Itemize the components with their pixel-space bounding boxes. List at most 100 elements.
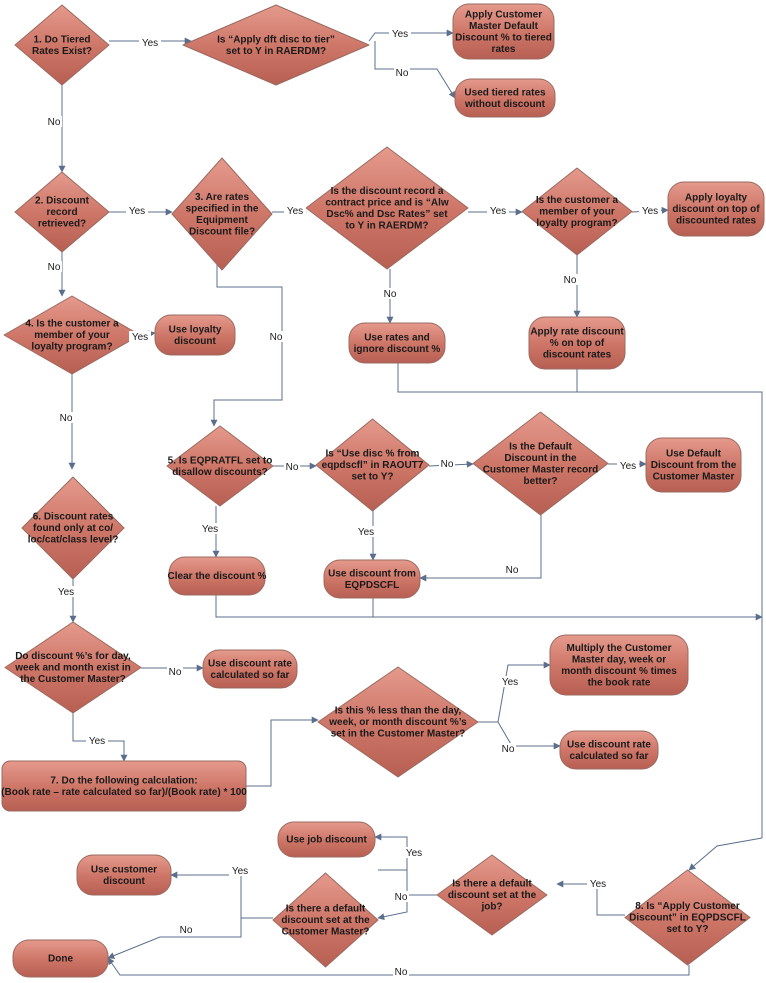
decision-diamond <box>171 157 273 271</box>
edge-label-bg <box>167 666 183 677</box>
node-text-line: Is “Apply dft disc to tier” <box>217 34 335 45</box>
decision-diamond <box>4 621 142 714</box>
node-text-line: ignore discount % <box>354 344 441 355</box>
edge-label-e12: Yes <box>132 332 148 343</box>
process-pill <box>549 634 689 696</box>
connector-e31 <box>107 917 273 959</box>
node-text-line: Is there a default <box>286 904 366 915</box>
edge-label-bg <box>389 28 411 39</box>
edge-label-bg <box>639 205 661 216</box>
node-text-line: Clear the discount % <box>168 571 267 582</box>
edge-label-e19: Yes <box>358 527 374 538</box>
process-pill <box>645 437 742 493</box>
node-text-line: 3. Are rates <box>195 192 250 203</box>
process-pill <box>76 854 172 896</box>
edge-label-e24: Yes <box>502 677 518 688</box>
node-text-line: 8. Is “Apply Customer <box>635 901 740 912</box>
node-text-line: discount set at the <box>448 890 537 901</box>
connector-e37 <box>688 837 763 871</box>
node-text-line: Customer Master record <box>483 464 599 475</box>
connector-e2 <box>368 29 454 42</box>
decision-diamond <box>317 666 479 778</box>
node-text-line: Discount % to tiered <box>455 32 552 43</box>
node-text-line: discount <box>103 876 145 887</box>
node-text-line: calculated so far <box>211 670 290 681</box>
node-text-line: set to Y? <box>666 924 708 935</box>
node-text-line: record <box>46 207 77 218</box>
edge-label-e30: No <box>395 892 408 903</box>
edge-label-e14: No <box>270 332 283 343</box>
node-text-line: Master Default <box>469 21 539 32</box>
connector-e14 <box>210 260 283 427</box>
node-text-line: Apply Customer <box>465 9 542 20</box>
edge-label-bg <box>86 735 108 746</box>
node-text-line: Done <box>48 954 73 965</box>
node-text-line: week, or month discount %’s <box>328 717 467 728</box>
connector-e26 <box>246 716 319 787</box>
edge-label-bg <box>562 274 578 285</box>
process-pill <box>667 181 765 237</box>
node-text-line: discounted rates <box>676 216 756 227</box>
node-text-line: loyalty program? <box>536 218 617 229</box>
edge-label-bg <box>46 116 62 127</box>
edge-label-bg <box>55 586 77 597</box>
process-pill <box>12 939 109 978</box>
node-text-line: retrieved? <box>38 219 86 230</box>
node-text-line: disallow discounts? <box>172 467 268 478</box>
edge-label-bg <box>284 205 306 216</box>
node-text-line: Discount from the <box>651 460 737 471</box>
node-text-line: Is the discount record a <box>331 186 444 197</box>
node-text-line: member of your <box>539 207 615 218</box>
connector-e29 <box>374 833 408 870</box>
node-text-line: Use job discount <box>286 835 367 846</box>
process-pill <box>154 314 236 356</box>
node-text-line: loyalty program? <box>31 342 112 353</box>
edge-label-e16: No <box>441 459 454 470</box>
edge-label-e11: No <box>48 262 61 273</box>
node-text-line: discount on top of <box>672 204 760 215</box>
edge-label-bg <box>393 891 409 902</box>
edge-label-bg <box>129 331 151 342</box>
connector-e28 <box>378 869 437 896</box>
node-text-line: calculated so far <box>570 751 649 762</box>
node-text-line: 1. Do Tiered <box>33 34 90 45</box>
connector-e34 <box>576 369 762 393</box>
process-pill <box>559 730 659 770</box>
node-text-line: Use loyalty <box>169 324 222 335</box>
node-text-line: Is there a default <box>452 879 532 890</box>
edge-label-e17: Yes <box>620 461 636 472</box>
node-text-line: discount rates <box>543 350 612 361</box>
node-n7: 7. Do the following calculation:(Book ra… <box>1 760 247 812</box>
node-text-line: Use customer <box>91 864 157 875</box>
edge-label-bg <box>58 412 74 423</box>
node-text-line: Apply rate discount <box>530 327 624 338</box>
edge-label-e3: No <box>396 68 409 79</box>
decision-diamond <box>436 854 548 936</box>
node-text-line: 4. Is the customer a <box>25 319 119 330</box>
process-pill <box>452 3 555 60</box>
node-text-line: set to Y in RAERDM? <box>226 46 326 57</box>
decision-diamond <box>3 295 141 375</box>
process-pill <box>277 821 376 858</box>
decision-diamond <box>14 4 110 86</box>
connector-e24 <box>478 661 551 723</box>
node-text-line: member of your <box>34 330 110 341</box>
